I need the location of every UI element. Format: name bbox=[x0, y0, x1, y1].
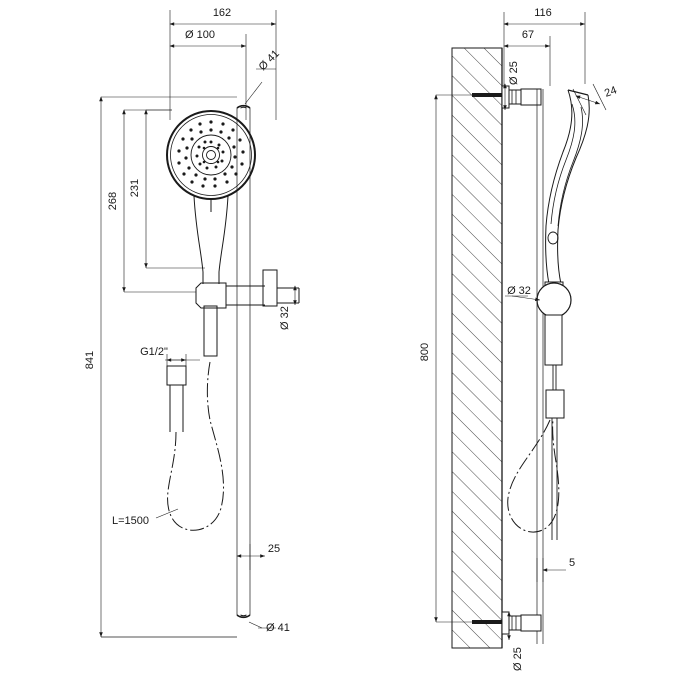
dim-hose-length: L=1500 bbox=[112, 515, 149, 527]
dim-handset-thickness: 24 bbox=[603, 84, 619, 99]
dim-overall-bar-length: 841 bbox=[84, 351, 96, 369]
front-view-dimension-lines bbox=[99, 10, 297, 638]
dim-hose-thread: G1/2" bbox=[140, 346, 168, 358]
slide-bar bbox=[236, 104, 251, 619]
dim-head-height-outer: 268 bbox=[107, 192, 119, 210]
dim-overall-width: 162 bbox=[213, 7, 231, 19]
dim-bar-diameter-side: Ø 32 bbox=[507, 285, 531, 297]
dim-head-height-inner: 231 bbox=[129, 179, 141, 197]
hand-shower-side bbox=[544, 89, 590, 299]
dim-projection-overall: 116 bbox=[534, 7, 552, 19]
side-view-geometry bbox=[434, 12, 607, 649]
spray-nozzle-pattern bbox=[177, 120, 245, 188]
dim-bar-wall-gap: 5 bbox=[569, 557, 575, 569]
dim-mounting-height: 800 bbox=[419, 343, 431, 361]
dim-fixing-diameter-top: Ø 25 bbox=[508, 61, 520, 85]
shower-hose-front bbox=[166, 361, 225, 531]
dim-head-diameter: Ø 100 bbox=[185, 29, 215, 41]
slide-bar-side bbox=[536, 89, 544, 644]
handset-holder-bracket bbox=[195, 269, 300, 309]
dim-bar-end-diameter-bottom: Ø 41 bbox=[266, 622, 290, 634]
dim-projection-bracket: 67 bbox=[522, 29, 534, 41]
side-view-dimension-lines bbox=[434, 12, 607, 640]
dim-bar-diameter: Ø 32 bbox=[279, 306, 291, 330]
dimension-labels: 162 Ø 100 Ø 41 Ø 41 268 231 841 Ø 32 G1/… bbox=[84, 7, 619, 671]
dim-wall-offset: 25 bbox=[268, 543, 280, 555]
dim-bar-end-diameter-top: Ø 41 bbox=[257, 48, 282, 73]
front-view-geometry bbox=[99, 10, 300, 638]
hand-shower-front bbox=[166, 110, 256, 357]
dim-fixing-diameter-bottom: Ø 25 bbox=[512, 647, 524, 671]
